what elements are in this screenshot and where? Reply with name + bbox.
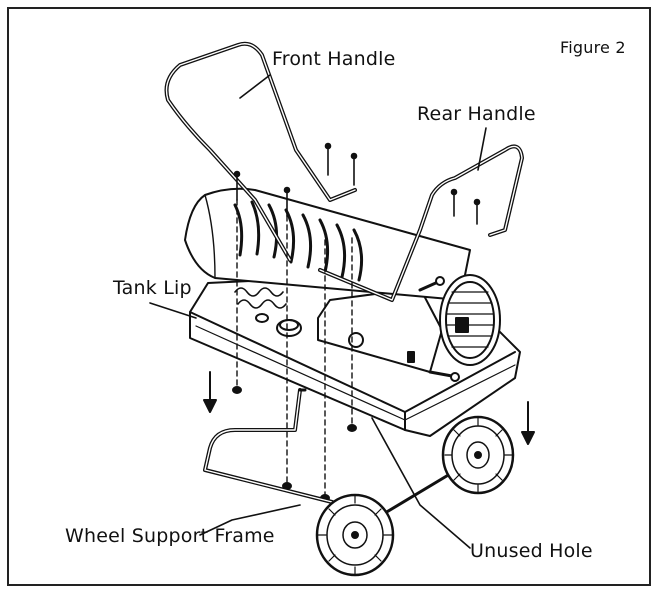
figure-label: Figure 2: [560, 38, 626, 57]
front-handle-drawing: [164, 41, 357, 262]
wheel-rear: [441, 415, 515, 495]
callout-wheel-support-frame: Wheel Support Frame: [65, 525, 275, 547]
figure-frame: [7, 7, 651, 586]
callout-leader-lines: [149, 74, 487, 549]
assembly-guide-lines: [236, 199, 353, 496]
fuel-tank: [189, 271, 521, 437]
side-bolt: [428, 370, 454, 378]
down-arrows: [203, 371, 535, 445]
side-bolt-head: [450, 372, 460, 382]
callout-front-handle: Front Handle: [272, 48, 396, 70]
callout-unused-hole: Unused Hole: [470, 540, 593, 562]
heater-body: [184, 187, 501, 366]
callout-tank-lip: Tank Lip: [113, 277, 192, 299]
rear-handle-drawing: [318, 144, 524, 302]
handle-bolts: [233, 142, 481, 225]
wheel-front: [315, 493, 395, 577]
nuts: [232, 386, 357, 502]
callout-rear-handle: Rear Handle: [417, 103, 536, 125]
